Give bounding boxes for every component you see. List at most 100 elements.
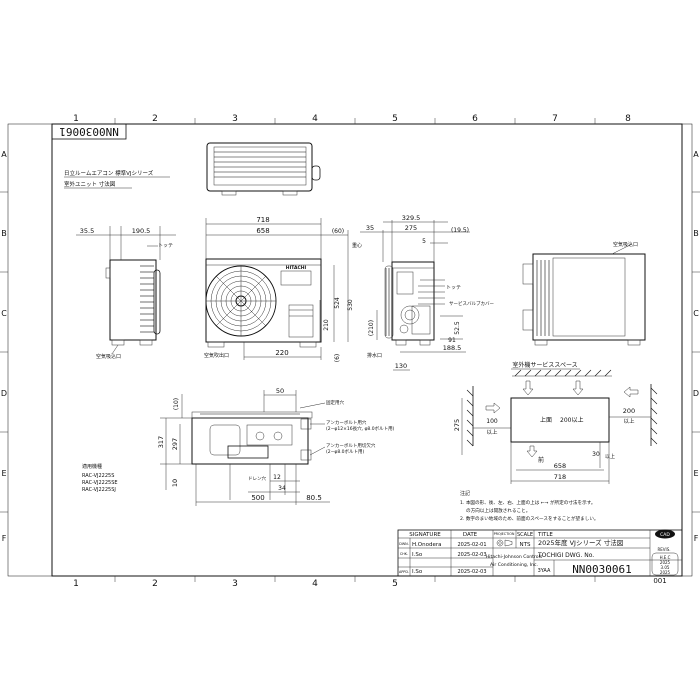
col-label: 3: [232, 579, 238, 589]
dim-34: 34: [278, 485, 286, 492]
bottom-view: [191, 411, 313, 465]
column-labels-top: 1 2 3 4 5 6 7 8: [73, 114, 631, 124]
notes-line1: 1. 本図の形、後、左、右、上面の上は ←→ が所定の寸法を示す。: [460, 499, 595, 506]
model-item: RAC-VJ2225S: [82, 473, 114, 479]
tb-scale-value: NTS: [520, 542, 531, 548]
dim-524: 524: [334, 297, 341, 309]
row-label: B: [1, 229, 7, 238]
label-drain: 排水口: [367, 352, 382, 359]
tb-size: 3YAA: [538, 568, 551, 574]
service-dim-30b: 以上: [605, 453, 615, 460]
tb-company2: Air Conditioning, Inc.: [490, 562, 538, 568]
service-dim-658: 658: [554, 462, 566, 470]
svg-text:H.E.C: H.E.C: [660, 555, 671, 560]
label-inlet-left: 空気吸込口: [96, 353, 121, 360]
col-label: 2: [152, 579, 158, 589]
tb-date-hdr: DATE: [463, 532, 478, 538]
row-label: E: [1, 469, 6, 478]
service-top-label: 上面: [540, 416, 552, 424]
dim-210-paren: (210): [368, 320, 375, 336]
rotated-number-box: [51, 123, 127, 140]
tb-company1: Hitachi-Johnson Controls: [486, 554, 543, 560]
col-label: 5: [392, 579, 398, 589]
service-dim-100b: 以上: [486, 428, 498, 436]
notes-line2: の方向以上は開放されること。: [466, 507, 530, 514]
label-anchor1: アンカーボルト用穴: [326, 419, 367, 426]
front-dimensions: 718 658 (60) 重心 530 524 210 (6) 220 空気吹出…: [204, 216, 362, 362]
tb-title-hdr: TITLE: [537, 532, 553, 538]
dim-220: 220: [275, 349, 288, 357]
label-anchor2: アンカーボルト用切欠穴: [326, 442, 376, 449]
jp-title-line1: 日立ルームエアコン 標準VJシリーズ: [64, 169, 154, 177]
row-label: B: [693, 229, 699, 238]
notes: 注記 1. 本図の形、後、左、右、上面の上は ←→ が所定の寸法を示す。 の方向…: [460, 490, 599, 522]
side-view: [384, 261, 445, 346]
tb-tochigi: TOCHIGI DWG. No.: [537, 552, 594, 559]
row-labels-right: A B C D E F: [693, 150, 699, 543]
label-valve-cover: サービスバルブカバー: [449, 300, 494, 307]
service-dim-200b: 以上: [623, 417, 635, 425]
dim-91: 91: [448, 337, 456, 344]
inner-border: [51, 123, 683, 577]
dim-35-5: 35.5: [80, 227, 94, 235]
tb-scale-hdr: SCALE: [517, 532, 533, 538]
dim-275: 275: [405, 224, 417, 232]
col-label: 4: [312, 114, 318, 124]
col-label: 6: [472, 114, 478, 124]
label-outlet: 空気吹出口: [204, 352, 229, 359]
service-front-label: 前: [538, 456, 544, 464]
back-view: 空気吸込口: [522, 241, 646, 346]
label-anchor2b: (2−φ8.0ボルト用): [326, 448, 365, 455]
tb-date: 2025-02-03: [457, 569, 486, 575]
col-label: 4: [312, 579, 318, 589]
label-inlet-back: 空気吸込口: [613, 241, 638, 248]
approval-stamp: [651, 552, 679, 576]
col-label: 1: [73, 579, 79, 589]
brand-logo: HITACHI: [286, 265, 307, 271]
projection-symbol: [496, 539, 504, 547]
dim-10-paren: (10): [173, 398, 180, 410]
row-label: C: [1, 309, 7, 318]
rotated-drawing-number: NN0030061: [59, 125, 119, 138]
col-label: 2: [152, 114, 158, 124]
service-dim-200: 200: [623, 407, 635, 415]
service-space-title: 室外機サービススペース: [512, 361, 577, 369]
service-dim-275: 275: [453, 419, 461, 431]
col-label: 8: [625, 114, 631, 124]
row-label: A: [1, 150, 7, 159]
row-label: E: [693, 469, 698, 478]
dim-190-5: 190.5: [132, 227, 151, 235]
notes-header: 注記: [460, 490, 470, 497]
svg-text:3.05: 3.05: [661, 565, 670, 570]
col-label: 3: [232, 114, 238, 124]
jp-title-line2: 室外ユニット 寸法図: [64, 180, 116, 188]
notes-line3: 2. 数字のまい地域のため、前面のスペースをすることが望ましい。: [460, 515, 599, 522]
label-fix-hole: 固定用穴: [326, 399, 344, 406]
dim-718: 718: [256, 216, 269, 224]
dim-12: 12: [273, 474, 281, 481]
applicable-models: 適用機種 RAC-VJ2225S RAC-VJ2225SE RAC-VJ2225…: [82, 463, 118, 493]
models-header: 適用機種: [82, 463, 102, 470]
tb-role: APPD.: [399, 570, 409, 574]
label-handle-side: トッテ: [446, 285, 461, 291]
row-label: F: [2, 534, 7, 543]
service-space: 室外機サービススペース 上面 200以上 100 以上: [453, 361, 658, 484]
row-labels-left: A B C D E F: [1, 150, 7, 543]
svg-text:2025: 2025: [660, 560, 671, 565]
row-label: D: [1, 389, 7, 398]
tb-dwg-number: NN0030061: [572, 563, 632, 576]
dim-52-5: 52.5: [454, 321, 461, 335]
service-dim-718: 718: [554, 473, 566, 481]
row-label: D: [693, 389, 699, 398]
label-anchor1b: (2−φ12×16長穴, φ8.0ボルト用): [326, 425, 395, 432]
dim-329-5: 329.5: [402, 214, 421, 222]
row-label: A: [693, 150, 699, 159]
cad-badge: [655, 529, 675, 539]
column-labels-bottom: 1 2 3 4 5: [73, 579, 398, 589]
col-label: 7: [552, 114, 558, 124]
tb-revis: REVIS.: [657, 547, 670, 552]
dim-10: 10: [171, 479, 179, 487]
row-label: F: [694, 534, 699, 543]
dim-50: 50: [276, 387, 284, 395]
